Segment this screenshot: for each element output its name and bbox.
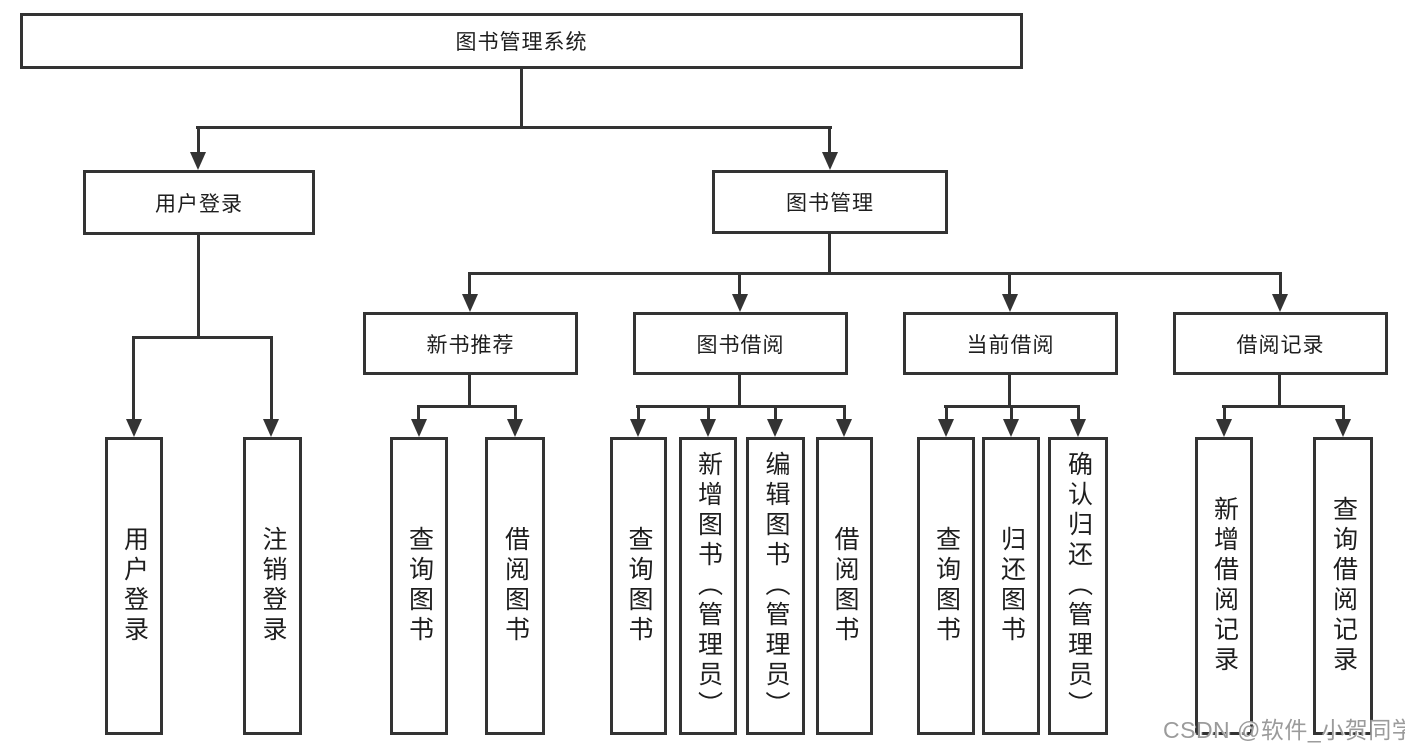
csdn-watermark: CSDN @软件_小贺同学	[1163, 717, 1405, 743]
connector-vline	[828, 126, 831, 154]
arrow-down-icon	[822, 152, 838, 170]
arrow-down-icon	[507, 419, 523, 437]
connector-vline	[197, 126, 200, 154]
leaf-borrow-books: 借阅图书	[816, 437, 873, 735]
node-label: 新书推荐	[426, 333, 515, 357]
arrow-down-icon	[1335, 419, 1351, 437]
connector-vline	[1223, 405, 1226, 423]
connector-vline	[1279, 272, 1282, 298]
connector-vline	[945, 405, 948, 423]
leaf-add-books-admin: 新增图书（管理员）	[679, 437, 737, 735]
node-book-management: 图书管理	[712, 170, 948, 234]
connector-hline	[196, 126, 832, 129]
connector-vline	[1077, 405, 1080, 423]
arrow-down-icon	[190, 152, 206, 170]
node-book-borrow: 图书借阅	[633, 312, 848, 375]
node-user-login: 用户登录	[83, 170, 315, 235]
connector-vline	[637, 405, 640, 423]
connector-vline	[132, 336, 135, 422]
connector-hline	[132, 336, 273, 339]
arrow-down-icon	[1272, 294, 1288, 312]
leaf-user-login: 用户登录	[105, 437, 163, 735]
node-label: 注销登录	[259, 526, 287, 646]
leaf-add-borrow-record: 新增借阅记录	[1195, 437, 1253, 735]
node-label: 查询图书	[625, 526, 653, 646]
leaf-borrow-books-recommend: 借阅图书	[485, 437, 545, 735]
arrow-down-icon	[1216, 419, 1232, 437]
node-current-borrow: 当前借阅	[903, 312, 1118, 375]
arrow-down-icon	[938, 419, 954, 437]
connector-vline	[197, 235, 200, 339]
node-label: 新增图书（管理员）	[694, 451, 723, 721]
connector-vline	[1008, 375, 1011, 408]
arrow-down-icon	[630, 419, 646, 437]
connector-vline	[707, 405, 710, 423]
node-label: 图书借阅	[696, 333, 785, 357]
arrow-down-icon	[1070, 419, 1086, 437]
connector-vline	[1342, 405, 1345, 423]
connector-vline	[1010, 405, 1013, 423]
arrow-down-icon	[411, 419, 427, 437]
node-new-book-recommend: 新书推荐	[363, 312, 578, 375]
arrow-down-icon	[836, 419, 852, 437]
arrow-down-icon	[767, 419, 783, 437]
connector-vline	[738, 375, 741, 408]
connector-hline	[636, 405, 846, 408]
node-borrow-records: 借阅记录	[1173, 312, 1388, 375]
node-label: 查询图书	[932, 526, 961, 646]
leaf-edit-books-admin: 编辑图书（管理员）	[746, 437, 805, 735]
connector-vline	[1278, 375, 1281, 408]
node-label: 图书管理	[786, 192, 874, 215]
node-label: 查询图书	[405, 526, 434, 646]
node-label: 新增借阅记录	[1210, 496, 1239, 676]
connector-vline	[828, 234, 831, 275]
node-label: 归还图书	[997, 526, 1026, 646]
node-label: 借阅图书	[501, 526, 530, 646]
arrow-down-icon	[1002, 294, 1018, 312]
node-label: 编辑图书（管理员）	[762, 451, 790, 721]
node-label: 当前借阅	[966, 333, 1055, 357]
connector-vline	[520, 68, 523, 129]
node-label: 用户登录	[155, 192, 243, 216]
connector-vline	[1008, 272, 1011, 298]
connector-vline	[843, 405, 846, 423]
node-label: 确认归还（管理员）	[1064, 451, 1093, 721]
leaf-query-borrow-record: 查询借阅记录	[1313, 437, 1373, 735]
connector-hline	[1222, 405, 1345, 408]
node-root: 图书管理系统	[20, 13, 1023, 69]
leaf-query-books-recommend: 查询图书	[390, 437, 448, 735]
connector-hline	[417, 405, 517, 408]
arrow-down-icon	[732, 294, 748, 312]
connector-hline	[468, 272, 1282, 275]
node-label: 图书管理系统	[455, 31, 588, 54]
arrow-down-icon	[462, 294, 478, 312]
connector-vline	[514, 405, 517, 423]
node-label: 借阅记录	[1236, 333, 1325, 357]
arrow-down-icon	[1003, 419, 1019, 437]
connector-vline	[468, 375, 471, 408]
leaf-query-books-current: 查询图书	[917, 437, 975, 735]
arrow-down-icon	[126, 419, 142, 437]
connector-vline	[774, 405, 777, 423]
leaf-query-books-borrow: 查询图书	[610, 437, 667, 735]
connector-vline	[417, 405, 420, 423]
leaf-return-books: 归还图书	[982, 437, 1040, 735]
connector-vline	[738, 272, 741, 298]
connector-vline	[270, 336, 273, 422]
arrow-down-icon	[263, 419, 279, 437]
node-label: 借阅图书	[831, 526, 859, 646]
node-label: 查询借阅记录	[1329, 496, 1358, 676]
arrow-down-icon	[700, 419, 716, 437]
leaf-confirm-return-admin: 确认归还（管理员）	[1048, 437, 1108, 735]
node-label: 用户登录	[120, 526, 149, 646]
leaf-logout: 注销登录	[243, 437, 302, 735]
connector-vline	[468, 272, 471, 298]
